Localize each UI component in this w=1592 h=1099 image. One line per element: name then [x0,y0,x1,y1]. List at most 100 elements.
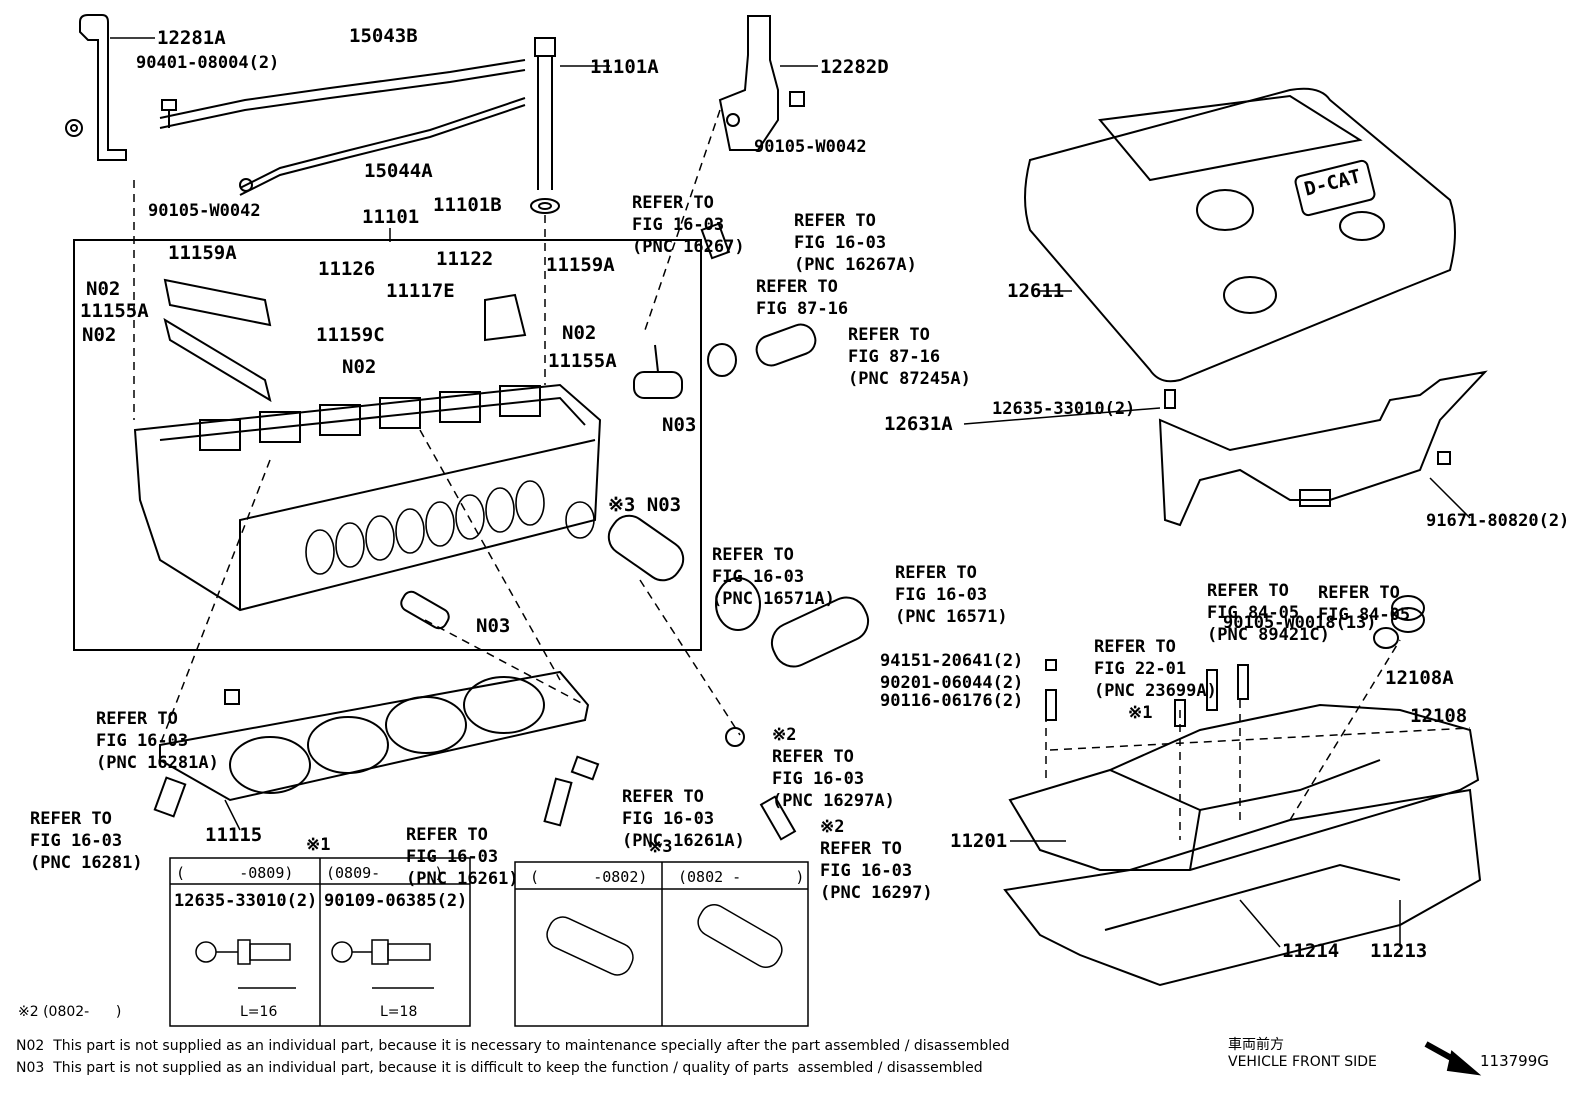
label-n02-right: N02 [562,322,597,344]
oil-filler-cap-12108 [1373,595,1425,649]
bracket-12282d [718,15,805,151]
vehicle-front-jp: 車両前方 [1228,1037,1284,1053]
table1-col2-range: (0809- ) [326,864,444,882]
hose-16297 [759,795,797,841]
leader-lines [110,37,1471,948]
label-11101a: 11101A [590,56,659,78]
label-91671-80820: 91671-80820(2) [1426,511,1570,531]
clamp-87-16 [707,343,737,377]
table1-col2-part: 90109-06385(2) [324,891,468,911]
table2-title: ※3 [648,837,673,857]
note-n02: N02 This part is not supplied as an indi… [16,1038,1010,1054]
vehicle-front-arrow [1424,1041,1482,1076]
label-11122: 11122 [436,248,494,270]
label-11155a-right: 11155A [548,350,617,372]
label-15043b: 15043B [349,25,418,47]
fitting-n03b [607,514,685,582]
hose-16261 [543,777,573,827]
label-94151-20641: 94151-20641(2) [880,651,1024,671]
stud-bolt-l16 [195,939,296,989]
clamp-16571a [715,577,761,631]
label-12108a: 12108A [1385,667,1454,689]
label-11126: 11126 [318,258,376,280]
cylinder-head [133,383,602,612]
cam-cap-right [484,293,527,342]
fitting-n03c [400,590,450,630]
bracket-12631a [1158,370,1488,527]
label-90105-w0042-left: 90105-W0042 [148,201,261,221]
table1-col1-length: L=16 [240,1004,278,1020]
hose-16281 [153,776,187,818]
table1-title: ※1 [306,835,331,855]
table1-col1-part: 12635-33010(2) [174,891,318,911]
hose-16267 [700,222,731,260]
note-n03: N03 This part is not supplied as an indi… [16,1060,983,1076]
label-11155a-left: 11155A [80,300,149,322]
cam-cap-upper [163,278,272,327]
table1-col2-length: L=18 [380,1004,418,1020]
label-12611: 12611 [1007,280,1065,302]
label-n02-upper: N02 [86,278,121,300]
guide-lines [133,109,1471,840]
label-90105-w0018: 90105-W0018(13) [1223,613,1377,633]
label-11159c: 11159C [316,324,385,346]
label-11213: 11213 [1370,940,1428,962]
fitting-16281a [224,689,240,705]
label-12631a: 12631A [884,413,953,435]
label-90401: 90401-08004(2) [136,53,280,73]
cam-cap-lower [163,317,272,403]
label-12281a: 12281A [157,27,226,49]
fitting-new [697,904,783,968]
hose-16571 [770,596,870,668]
table2-col1-range: ( -0802) [530,868,648,886]
label-n03-lower: N03 [476,615,511,637]
table2-lines [514,861,809,1027]
label-n02-center: N02 [342,356,377,378]
wire-harness-15043b [159,59,526,119]
label-11159a-left: 11159A [168,242,237,264]
hose-87245a [755,323,817,367]
vehicle-front-en: VEHICLE FRONT SIDE [1228,1054,1377,1070]
label-star1: ※1 [1128,703,1153,723]
label-11101: 11101 [362,206,420,228]
label-90116-06176: 90116-06176(2) [880,691,1024,711]
label-12282d: 12282D [820,56,889,78]
fitting-n03a [633,371,683,399]
bracket-12281a [65,14,127,161]
fitting-old [546,916,634,976]
star2-note: ※2 (0802- ) [18,1004,122,1020]
label-11159a-right: 11159A [546,254,615,276]
label-n02-lower: N02 [82,324,117,346]
stud-bolt-l18 [331,939,434,989]
fitting-16261a [570,755,600,781]
engine-cover-12611 [1024,87,1456,383]
label-12108: 12108 [1410,705,1468,727]
cylinder-head-frame [73,239,702,651]
label-11101b: 11101B [433,194,502,216]
head-gasket-11115 [159,670,590,802]
long-bolt-11101a [530,37,560,214]
table1-col1-range: ( -0809) [176,864,294,882]
label-12635-33010: 12635-33010(2) [992,399,1136,419]
label-n03-center: ※3 N03 [608,494,682,516]
cylinder-head-cover-11201 [1008,703,1480,871]
label-11115: 11115 [205,824,263,846]
wire-harness-15044a [239,97,526,189]
label-n03-upper: N03 [662,414,697,436]
